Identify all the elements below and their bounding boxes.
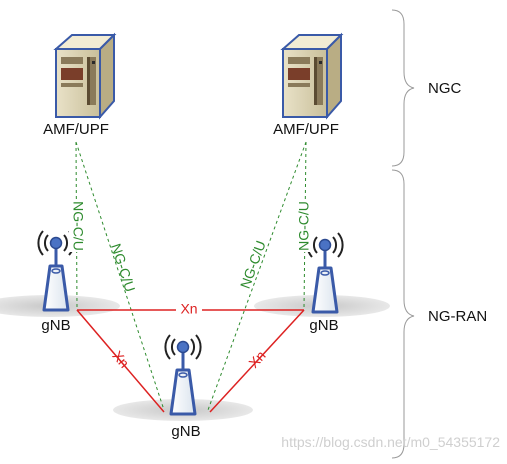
xn-label-right: Xn [245, 347, 268, 370]
watermark: https://blog.csdn.net/m0_54355172 [281, 434, 500, 450]
xn-label-top: Xn [180, 301, 197, 317]
link-ngcu-left-left [75, 141, 78, 309]
group-label-ngc: NGC [428, 80, 462, 97]
brace-ngc [391, 9, 415, 167]
gnb-label-left: gNB [41, 317, 70, 334]
ngcu-label-left-bottom: NG-C/U [108, 241, 139, 293]
ngcu-label-right-right: NG-C/U [296, 201, 312, 251]
link-ngcu-left-bottom [75, 141, 165, 411]
link-ngcu-right-right [303, 141, 307, 309]
link-xn-right [209, 309, 305, 413]
server-icon [282, 34, 342, 118]
gnb-label-bottom: gNB [171, 423, 200, 440]
core-node-label-right: AMF/UPF [273, 121, 339, 138]
group-label-ng-ran: NG-RAN [428, 308, 487, 325]
ngcu-label-right-bottom: NG-C/U [237, 238, 269, 290]
server-icon [55, 34, 115, 118]
ngcu-label-left-left: NG-C/U [70, 201, 86, 251]
brace-ng-ran [391, 169, 415, 459]
gnb-label-right: gNB [309, 317, 338, 334]
link-xn-left [76, 309, 165, 413]
core-node-label-left: AMF/UPF [43, 121, 109, 138]
